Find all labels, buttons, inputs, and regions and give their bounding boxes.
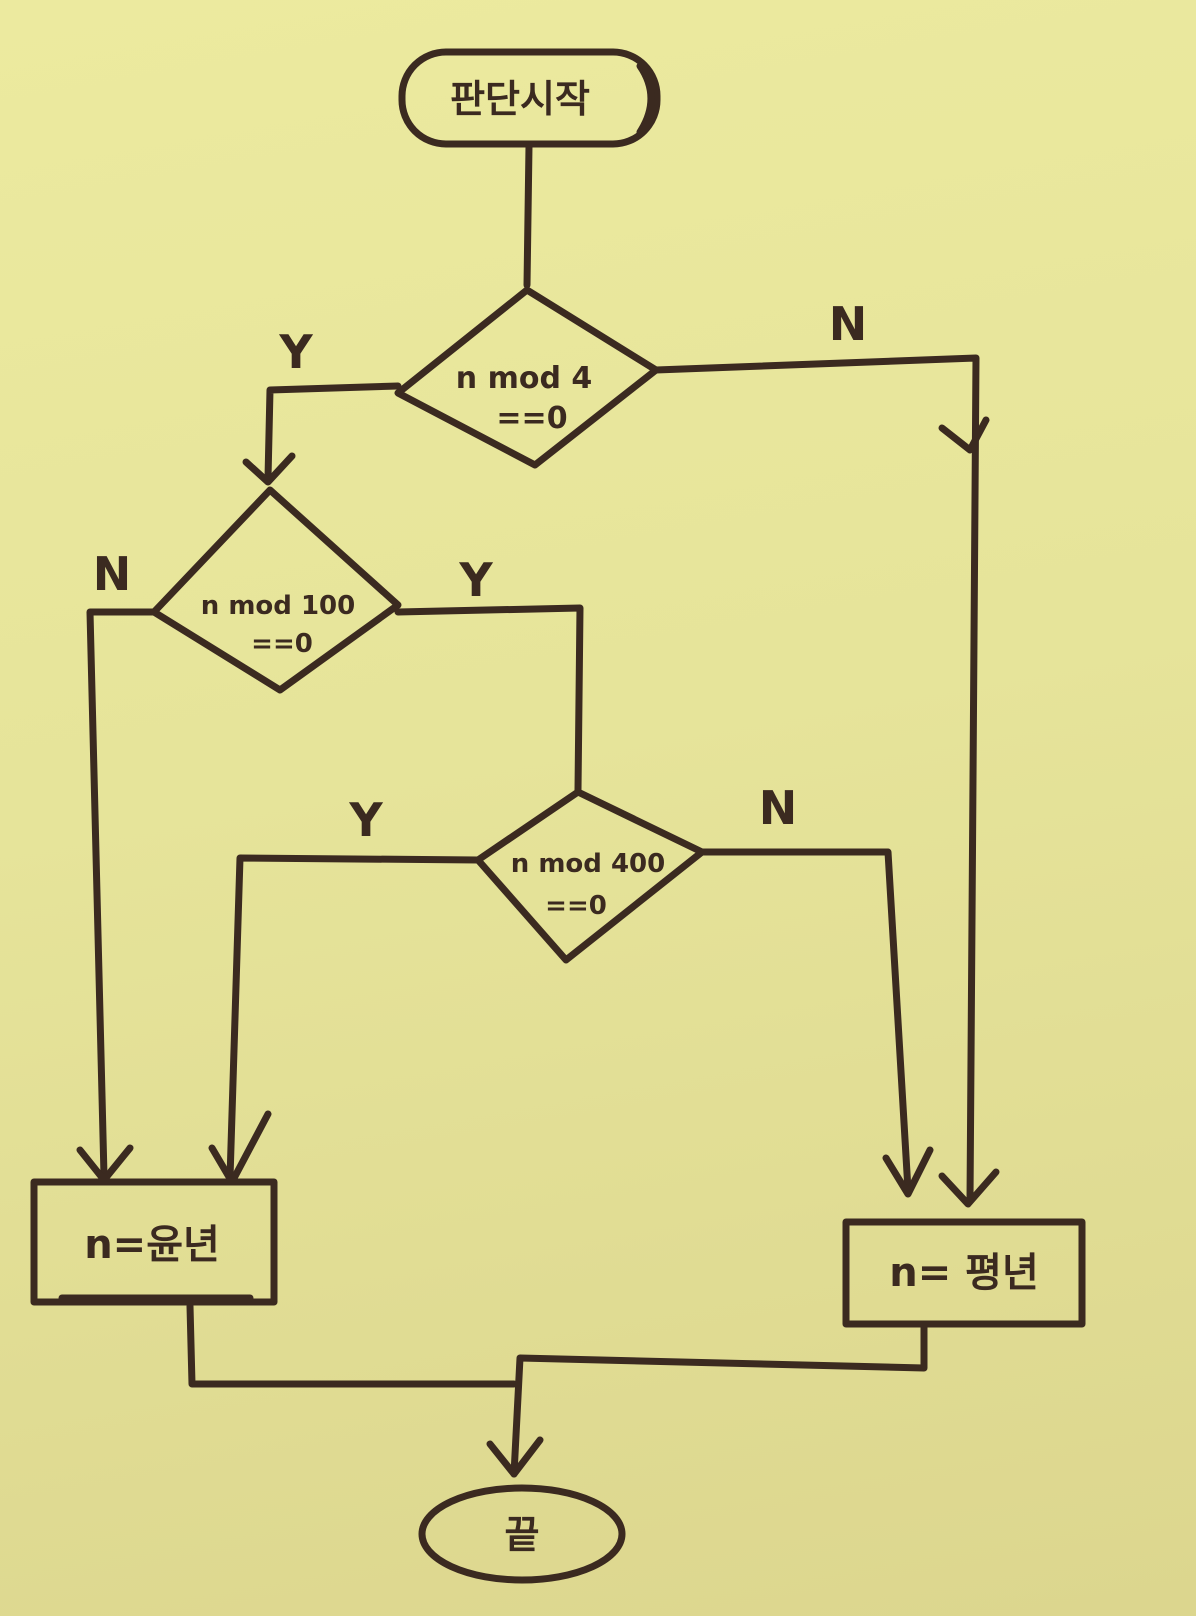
- decision-mod400: n mod 400 ==0: [474, 788, 706, 964]
- edge-mod100-no: [86, 608, 158, 1180]
- decision-mod4: n mod 4 ==0: [394, 286, 660, 469]
- edge-mod400-yes: [226, 854, 482, 1182]
- label-mod400-yes: Y: [348, 793, 383, 847]
- edge-mod4-yes: [264, 382, 402, 482]
- arrowhead-end: [486, 1436, 544, 1478]
- start-node: 판단시작: [398, 48, 661, 148]
- arrowhead-mod400-no: [882, 1146, 934, 1198]
- label-mod4-no: N: [829, 297, 868, 351]
- label-mod4-yes: Y: [278, 325, 313, 379]
- start-label: 판단시작: [450, 77, 590, 121]
- label-mod100-no: N: [93, 547, 132, 601]
- result-leap: n=윤년: [30, 1178, 278, 1306]
- end-label: 끝: [505, 1513, 540, 1557]
- decision-mod100-line1: n mod 100: [201, 591, 355, 621]
- edge-start-to-mod4: [523, 142, 533, 289]
- arrowhead-common-right: [938, 1168, 1000, 1208]
- edge-common-to-end: [510, 1322, 928, 1478]
- arrowhead-mod4-yes: [242, 452, 296, 486]
- end-node: 끝: [418, 1484, 626, 1584]
- arrowhead-mod4-no: [938, 416, 990, 454]
- decision-mod400-line1: n mod 400: [511, 849, 665, 879]
- result-leap-label: n=윤년: [84, 1222, 220, 1268]
- edge-mod100-yes: [394, 604, 584, 794]
- decision-mod100: n mod 100 ==0: [150, 486, 402, 694]
- edge-mod400-no: [698, 848, 912, 1194]
- result-common-label: n= 평년: [889, 1250, 1039, 1296]
- decision-mod400-line2: ==0: [545, 891, 607, 921]
- arrowhead-mod400-yes: [208, 1110, 272, 1186]
- label-mod400-no: N: [759, 781, 798, 835]
- decision-mod100-line2: ==0: [251, 629, 313, 659]
- edge-leap-to-end: [186, 1302, 518, 1388]
- decision-mod4-line2: ==0: [496, 401, 567, 436]
- decision-mod4-line1: n mod 4: [456, 361, 592, 396]
- label-mod100-yes: Y: [458, 553, 493, 607]
- result-common: n= 평년: [842, 1218, 1086, 1328]
- edge-mod4-no: [652, 354, 980, 1204]
